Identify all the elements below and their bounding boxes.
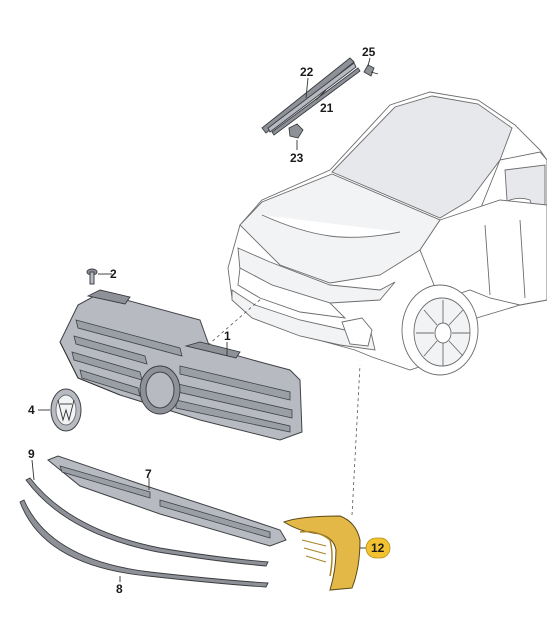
callout-23: 23 — [290, 151, 304, 165]
callout-12-badge: 12 — [365, 537, 391, 559]
callout-1: 1 — [224, 329, 231, 343]
lower-grille — [47, 455, 287, 547]
fog-light-trim-highlighted — [282, 515, 361, 591]
screw-part — [86, 268, 98, 285]
callout-25: 25 — [362, 45, 376, 59]
radiator-grille — [59, 289, 303, 441]
callout-labels: 2 1 4 7 8 9 21 22 23 25 — [28, 45, 376, 596]
callout-22: 22 — [300, 65, 314, 79]
callout-9: 9 — [28, 447, 35, 461]
trim-moldings — [19, 477, 269, 588]
leader-lines — [31, 57, 371, 582]
highlight-badge — [365, 537, 391, 559]
callout-7: 7 — [145, 467, 152, 481]
reference-lines — [207, 297, 361, 516]
windshield-trim-parts — [261, 57, 379, 139]
callout-21: 21 — [320, 101, 334, 115]
vehicle-illustration — [227, 91, 547, 376]
callout-4: 4 — [28, 403, 35, 417]
emblem-part — [50, 388, 82, 432]
callout-12: 12 — [371, 541, 385, 555]
callout-8: 8 — [116, 582, 123, 596]
callout-2: 2 — [110, 267, 117, 281]
